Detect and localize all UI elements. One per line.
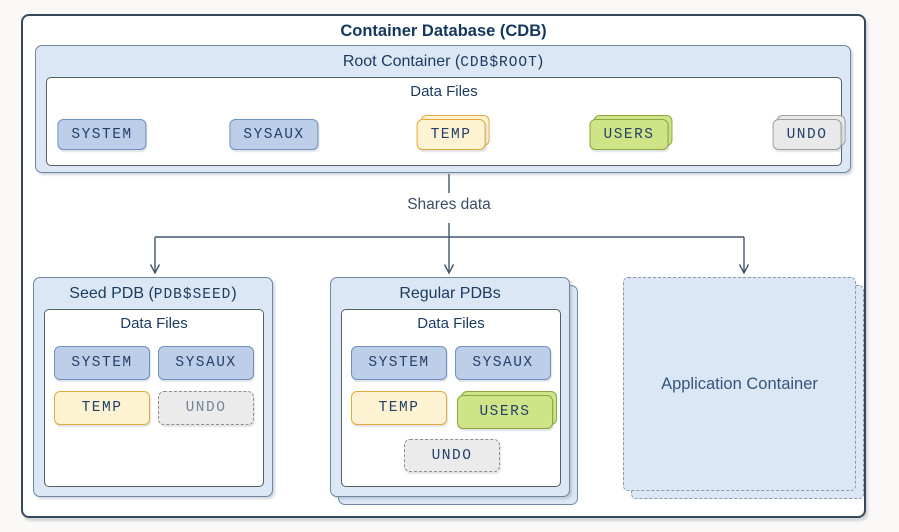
seed-title-code: PDB$SEED — [153, 287, 232, 303]
regular-tablespace-system: SYSTEM — [351, 346, 447, 380]
tablespace-temp: TEMP — [416, 115, 490, 150]
root-title-text: Root Container ( — [342, 53, 461, 70]
regular-tablespace-temp: TEMP — [351, 391, 447, 425]
cdb-title: Container Database (CDB) — [340, 22, 547, 40]
root-container-box: Root Container (CDB$ROOT) Data Files SYS… — [35, 45, 851, 173]
seed-tablespace-undo: UNDO — [158, 391, 254, 425]
seed-pdb-box: Seed PDB (PDB$SEED) Data Files SYSTEM SY… — [33, 277, 273, 497]
seed-tablespace-temp: TEMP — [54, 391, 150, 425]
tablespace-system: SYSTEM — [57, 119, 147, 150]
regular-tablespace-sysaux: SYSAUX — [455, 346, 551, 380]
regular-pdbs-title: Regular PDBs — [399, 285, 501, 302]
seed-pdb-title: Seed PDB (PDB$SEED) — [34, 285, 272, 303]
regular-data-files-label: Data Files — [417, 315, 485, 332]
seed-title-close: ) — [231, 285, 237, 302]
seed-title-text: Seed PDB ( — [69, 285, 154, 302]
seed-tablespace-system: SYSTEM — [54, 346, 150, 380]
root-title-close: ) — [537, 53, 544, 70]
root-data-files-label: Data Files — [410, 83, 478, 100]
shares-data-label: Shares data — [407, 196, 491, 213]
root-data-files-box: Data Files SYSTEM SYSAUX TEMP USERS UNDO — [46, 77, 846, 166]
tablespace-undo: UNDO — [772, 115, 846, 150]
seed-data-files-label: Data Files — [120, 315, 188, 332]
root-container-title: Root Container (CDB$ROOT) — [36, 53, 850, 71]
application-container-box: Application Container — [623, 277, 864, 499]
regular-tablespace-users: USERS — [457, 391, 557, 429]
seed-data-files-box: Data Files SYSTEM SYSAUX TEMP UNDO — [44, 309, 264, 487]
regular-tablespace-undo: UNDO — [404, 439, 500, 472]
regular-data-files-box: Data Files SYSTEM SYSAUX TEMP USERS UNDO — [341, 309, 561, 487]
regular-pdbs-box: Regular PDBs Data Files SYSTEM SYSAUX TE… — [330, 277, 578, 505]
tablespace-sysaux: SYSAUX — [229, 119, 319, 150]
seed-tablespace-sysaux: SYSAUX — [158, 346, 254, 380]
root-title-code: CDB$ROOT — [460, 55, 538, 71]
tablespace-users: USERS — [589, 115, 673, 150]
application-container-title: Application Container — [661, 374, 818, 393]
